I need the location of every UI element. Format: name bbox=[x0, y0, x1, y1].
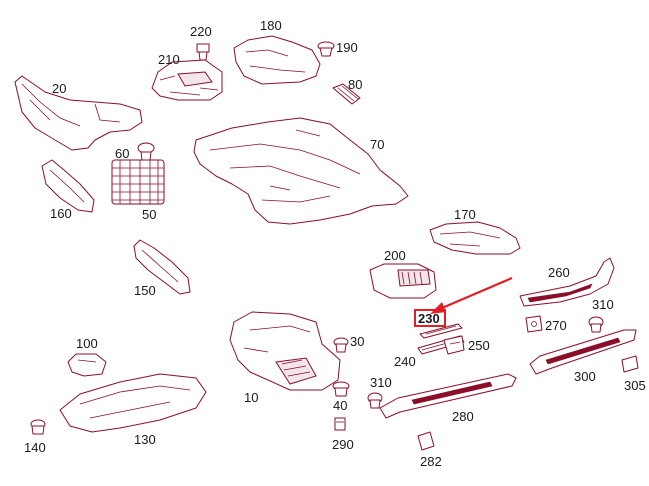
label-160: 160 bbox=[50, 206, 72, 221]
label-20: 20 bbox=[52, 81, 66, 96]
label-70: 70 bbox=[370, 137, 384, 152]
part-305-cap[interactable] bbox=[621, 355, 639, 373]
label-240: 240 bbox=[394, 354, 416, 369]
label-220: 220 bbox=[190, 24, 212, 39]
label-180: 180 bbox=[260, 18, 282, 33]
label-40: 40 bbox=[333, 398, 347, 413]
label-282: 282 bbox=[420, 454, 442, 469]
part-180-floor-panel[interactable] bbox=[233, 35, 321, 85]
label-50: 50 bbox=[142, 207, 156, 222]
part-40-clip[interactable] bbox=[332, 381, 350, 397]
part-280-sill-trim[interactable] bbox=[379, 373, 517, 419]
part-50-cargo-net[interactable] bbox=[111, 159, 165, 205]
label-260: 260 bbox=[548, 265, 570, 280]
part-310-plug-right[interactable] bbox=[588, 316, 604, 333]
label-270: 270 bbox=[545, 318, 567, 333]
part-30-clip[interactable] bbox=[333, 337, 349, 353]
part-290-fastener[interactable] bbox=[334, 417, 346, 431]
label-190: 190 bbox=[336, 40, 358, 55]
label-290: 290 bbox=[332, 437, 354, 452]
part-170-floor-panel[interactable] bbox=[429, 221, 521, 255]
part-160-side-panel[interactable] bbox=[41, 159, 95, 213]
part-80-vent-grille[interactable] bbox=[332, 83, 361, 105]
label-130: 130 bbox=[134, 432, 156, 447]
highlight-box-230 bbox=[414, 309, 446, 327]
part-140-clip[interactable] bbox=[30, 419, 46, 435]
part-282-cap[interactable] bbox=[417, 431, 435, 451]
label-310-right: 310 bbox=[592, 297, 614, 312]
label-150: 150 bbox=[134, 283, 156, 298]
part-20-trim-panel[interactable] bbox=[14, 75, 143, 151]
label-170: 170 bbox=[454, 207, 476, 222]
label-10: 10 bbox=[244, 390, 258, 405]
part-190-clip[interactable] bbox=[317, 41, 335, 57]
label-305: 305 bbox=[624, 378, 646, 393]
part-60-clip[interactable] bbox=[137, 142, 155, 161]
part-250-bracket[interactable] bbox=[443, 335, 465, 355]
label-300: 300 bbox=[574, 369, 596, 384]
part-100-bracket[interactable] bbox=[67, 353, 107, 377]
part-150-side-panel[interactable] bbox=[133, 239, 191, 295]
part-10-rear-carpet[interactable] bbox=[229, 311, 341, 391]
part-270-clip[interactable] bbox=[525, 315, 543, 333]
part-130-floor-panel[interactable] bbox=[59, 373, 207, 433]
label-280: 280 bbox=[452, 409, 474, 424]
label-60: 60 bbox=[115, 146, 129, 161]
part-300-sill-trim[interactable] bbox=[529, 329, 637, 375]
label-30: 30 bbox=[350, 334, 364, 349]
part-200-storage-tray[interactable] bbox=[369, 263, 437, 299]
label-200: 200 bbox=[384, 248, 406, 263]
label-140: 140 bbox=[24, 440, 46, 455]
label-80: 80 bbox=[348, 77, 362, 92]
part-210-console-bracket[interactable] bbox=[151, 59, 223, 101]
part-260-sill-trim[interactable] bbox=[519, 257, 615, 307]
part-70-floor-carpet[interactable] bbox=[193, 117, 409, 225]
part-310-plug-left[interactable] bbox=[367, 392, 383, 409]
label-250: 250 bbox=[468, 338, 490, 353]
label-310-left: 310 bbox=[370, 375, 392, 390]
label-100: 100 bbox=[76, 336, 98, 351]
label-230[interactable]: 230 bbox=[418, 311, 440, 326]
label-210: 210 bbox=[158, 52, 180, 67]
part-220-clip[interactable] bbox=[196, 43, 210, 61]
callout-arrow bbox=[430, 276, 513, 314]
part-230-sill-insert[interactable] bbox=[419, 323, 463, 339]
